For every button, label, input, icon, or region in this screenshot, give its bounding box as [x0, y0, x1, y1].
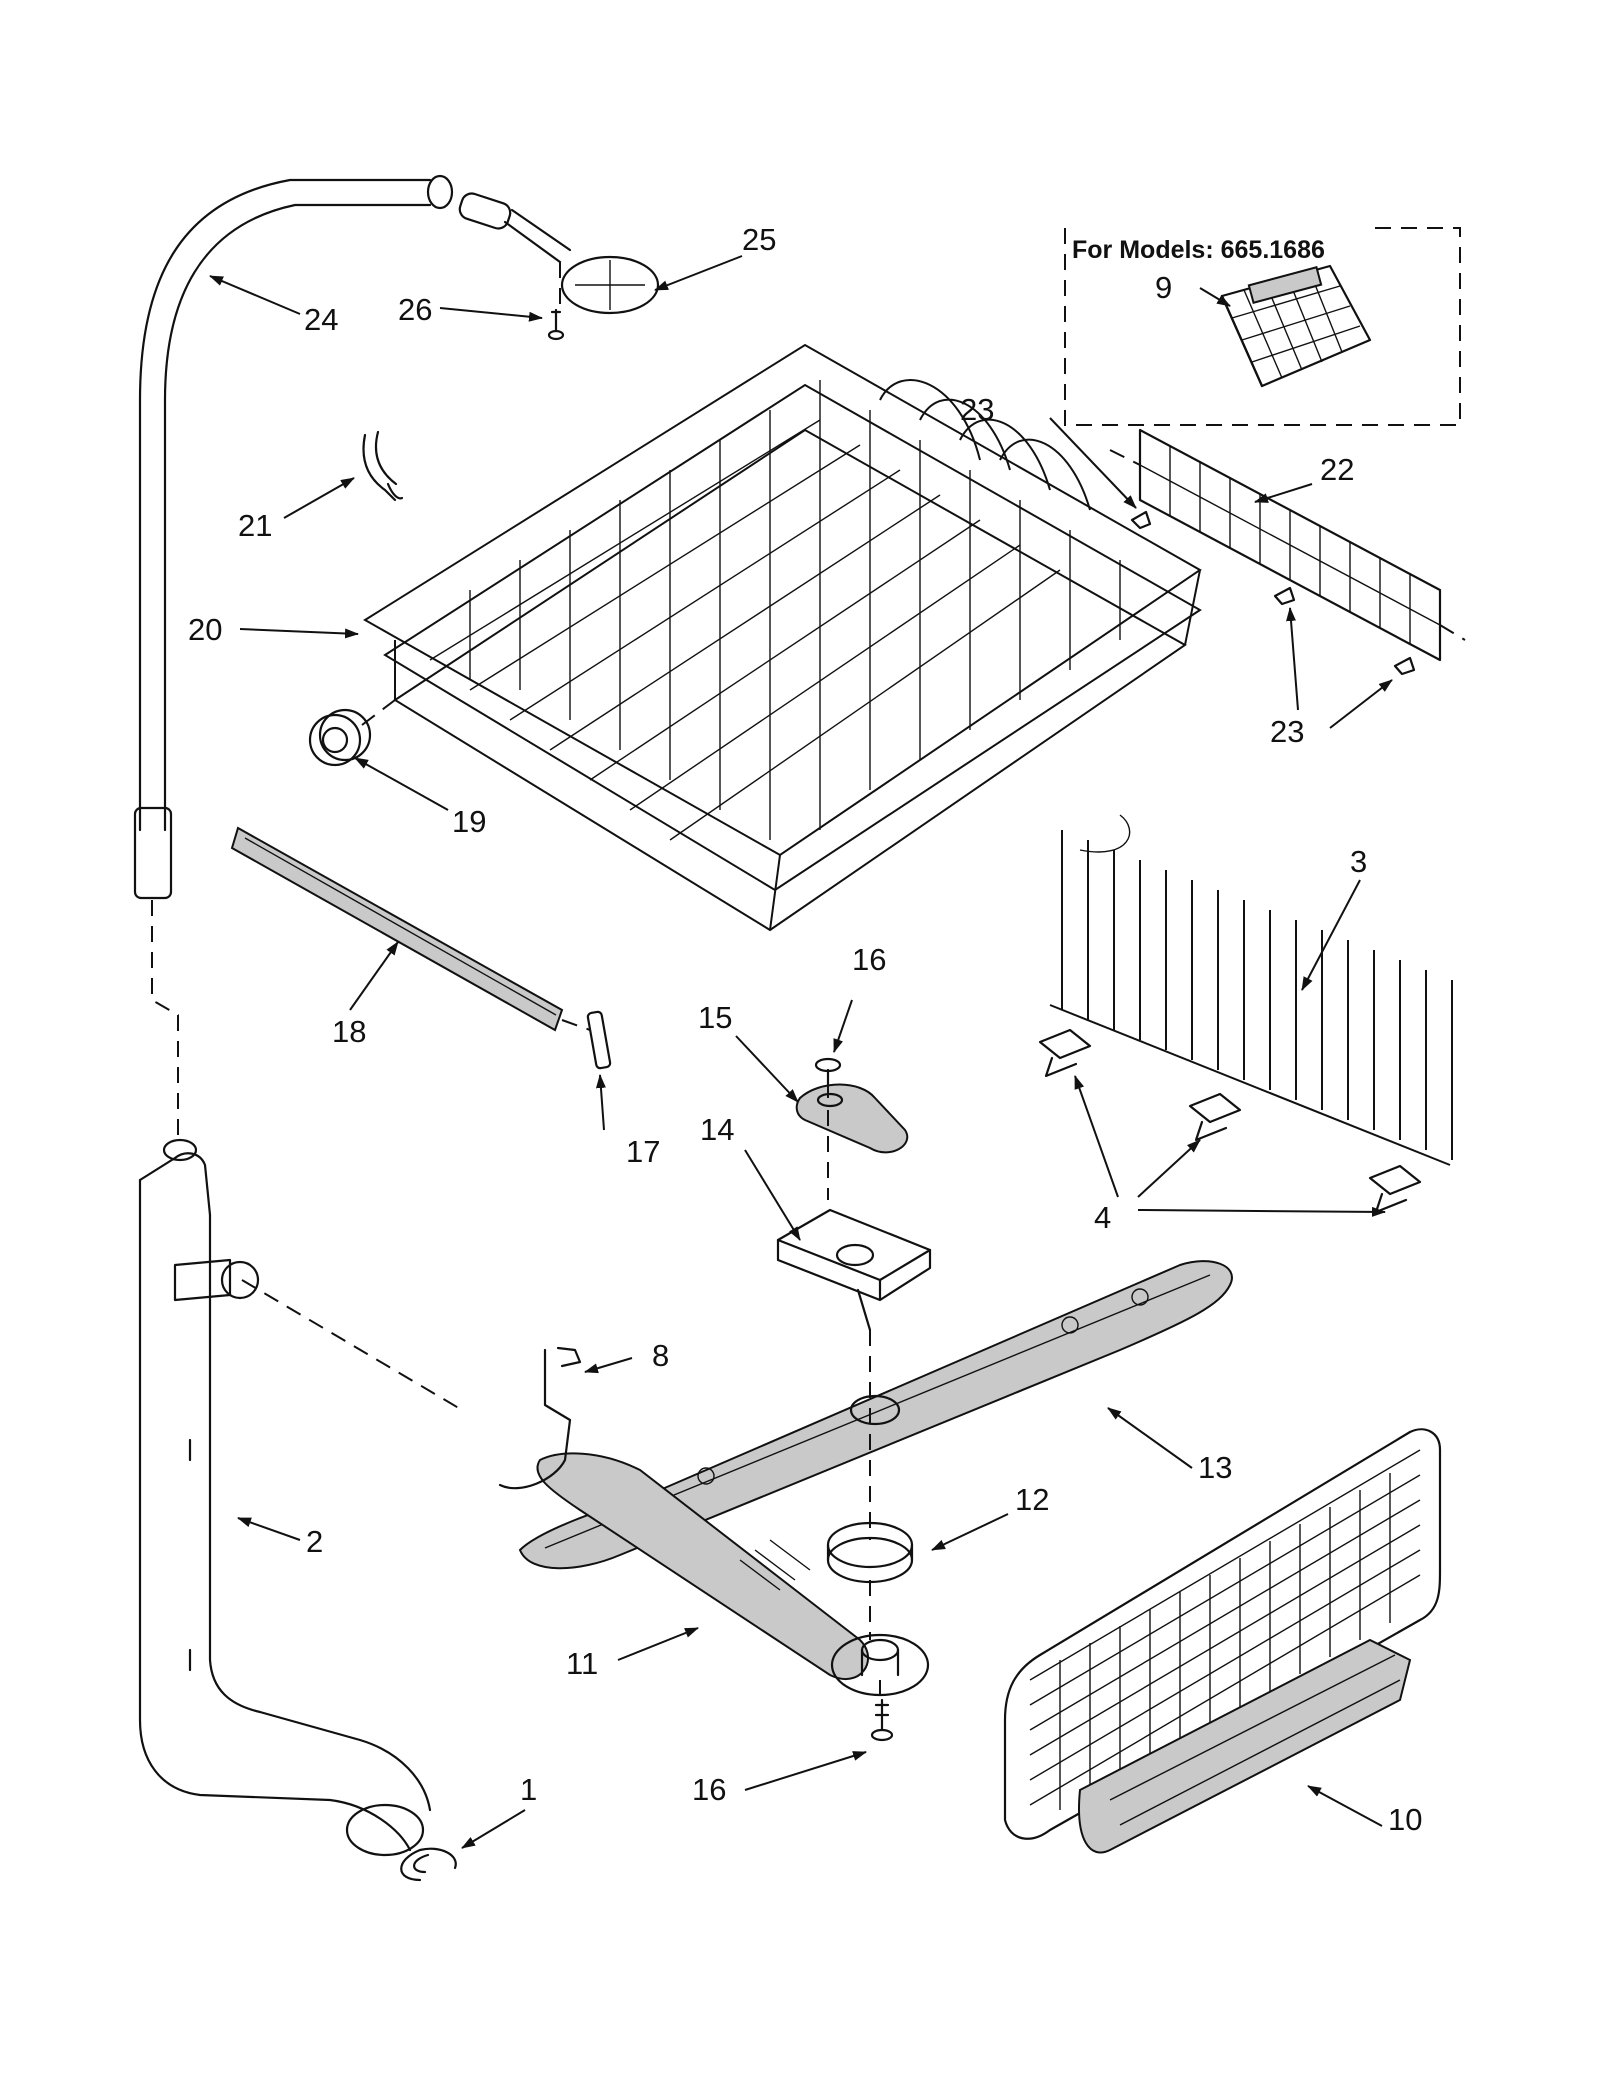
part-16-screws	[814, 1057, 894, 1742]
leader-lines	[209, 255, 1393, 1849]
part-2-lower-supply-tube	[138, 1138, 432, 1857]
part-24-supply-tube	[133, 174, 454, 900]
part-1-o-ring	[400, 1847, 457, 1882]
callout-17: 17	[626, 1134, 660, 1169]
part-8-bracket	[498, 1346, 582, 1490]
callout-26: 26	[398, 292, 432, 327]
part-10-silverware-basket	[1003, 1428, 1442, 1854]
part-3-tine-row	[1049, 830, 1453, 1166]
callout-12: 12	[1015, 1482, 1049, 1517]
callout-25: 25	[742, 222, 776, 257]
part-4-clips	[1038, 1028, 1422, 1214]
callout-16-top: 16	[852, 942, 886, 977]
callout-2: 2	[306, 1524, 323, 1559]
callout-22: 22	[1320, 452, 1354, 487]
callout-3: 3	[1350, 844, 1367, 879]
part-15-cap	[795, 1083, 909, 1154]
part-20-upper-rack	[363, 343, 1202, 932]
callout-11: 11	[566, 1646, 598, 1681]
part-14-hub	[776, 1208, 932, 1332]
callout-10: 10	[1388, 1802, 1422, 1837]
option-box-label: For Models: 665.1686	[1072, 236, 1325, 264]
callout-9: 9	[1155, 270, 1172, 305]
callout-numbers: 1 2 3 4 8 9 10 11 12 13 14 15 16 16 17 1…	[188, 222, 1422, 1837]
part-19-rack-wheel	[308, 699, 396, 767]
callout-13: 13	[1198, 1450, 1232, 1485]
part-21-clip	[362, 430, 404, 502]
part-23-clips	[1130, 510, 1416, 676]
callout-24: 24	[304, 302, 338, 337]
callout-19: 19	[452, 804, 486, 839]
part-17-stop-clip	[586, 1010, 612, 1070]
callout-18: 18	[332, 1014, 366, 1049]
part-11-manifold	[536, 1452, 930, 1697]
callout-21: 21	[238, 508, 272, 543]
part-9-cutlery-basket	[1220, 264, 1372, 388]
callout-8: 8	[652, 1338, 669, 1373]
part-18-rack-rail	[230, 826, 591, 1032]
part-22-shield	[1109, 428, 1466, 662]
callout-15: 15	[698, 1000, 732, 1035]
callout-4: 4	[1094, 1200, 1111, 1235]
connection-lines	[151, 900, 881, 1700]
part-26-screw	[547, 308, 565, 341]
callout-23-bottom: 23	[1270, 714, 1304, 749]
callout-23-top: 23	[960, 392, 994, 427]
callout-16-bottom: 16	[692, 1772, 726, 1807]
part-25-spray-head	[458, 192, 660, 315]
callout-20: 20	[188, 612, 222, 647]
callout-14: 14	[700, 1112, 734, 1147]
part-12-bearing-ring	[826, 1521, 914, 1584]
option-box: For Models: 665.1686	[1064, 227, 1461, 426]
callout-1: 1	[520, 1772, 537, 1807]
